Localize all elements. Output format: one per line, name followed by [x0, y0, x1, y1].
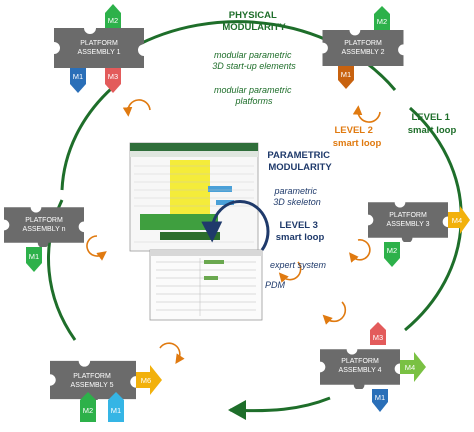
- svg-text:M1: M1: [341, 70, 351, 79]
- module-m1: M1: [338, 66, 354, 89]
- level2-loop-icon: [322, 301, 347, 325]
- svg-text:PLATFORM: PLATFORM: [341, 358, 379, 365]
- module-m2: M2: [374, 6, 390, 30]
- svg-text:M1: M1: [375, 393, 385, 402]
- level1-loop: [60, 86, 114, 191]
- platform-assembly-2: PLATFORM ASSEMBLY 2 M2 M1: [322, 6, 404, 89]
- svg-text:ASSEMBLY 5: ASSEMBLY 5: [71, 382, 114, 389]
- platform-assembly-5: PLATFORM ASSEMBLY 5 M6 M2 M1: [50, 360, 162, 422]
- svg-text:M4: M4: [405, 363, 415, 372]
- level2-loop-icon: [159, 342, 185, 364]
- level1-loop-arrow: [228, 400, 246, 420]
- svg-text:M1: M1: [73, 72, 83, 81]
- svg-text:PLATFORM: PLATFORM: [389, 212, 427, 219]
- module-m4: M4: [448, 206, 470, 234]
- svg-text:M3: M3: [373, 333, 383, 342]
- module-m1: M1: [372, 389, 388, 412]
- svg-text:M1: M1: [111, 406, 121, 415]
- platform-assembly-3: PLATFORM ASSEMBLY 3 M4 M2: [368, 202, 470, 267]
- spreadsheet-thumbnail: [129, 142, 259, 252]
- svg-text:M3: M3: [108, 72, 118, 81]
- modular-platforms-label: modular parametric platforms: [214, 85, 294, 106]
- svg-text:PLATFORM: PLATFORM: [80, 40, 118, 47]
- module-m3: M3: [370, 322, 386, 345]
- level2-label: LEVEL 2 smart loop: [333, 125, 382, 149]
- parametric-modularity-title: PARAMETRIC MODULARITY: [267, 150, 332, 173]
- svg-text:M2: M2: [387, 246, 397, 255]
- module-m4: M4: [400, 352, 426, 382]
- level2-loop-icon: [349, 239, 371, 263]
- module-m2: M2: [384, 242, 400, 267]
- level3-label: LEVEL 3 smart loop: [276, 220, 325, 243]
- svg-text:ASSEMBLY 3: ASSEMBLY 3: [387, 221, 430, 228]
- platform-assembly-n: PLATFORM ASSEMBLY n M1: [4, 207, 84, 272]
- platform-assembly-4: PLATFORM ASSEMBLY 4 M3 M4 M1: [320, 322, 426, 412]
- level2-loop-icon: [122, 99, 151, 117]
- svg-text:M2: M2: [108, 16, 118, 25]
- svg-text:PLATFORM: PLATFORM: [25, 217, 63, 224]
- level2-loop-icon: [86, 235, 107, 261]
- level3-loop: [201, 199, 270, 251]
- svg-text:PLATFORM: PLATFORM: [344, 40, 382, 47]
- parametric-skeleton-label: parametric 3D skeleton: [273, 186, 321, 207]
- svg-text:M1: M1: [29, 252, 39, 261]
- svg-text:M2: M2: [83, 406, 93, 415]
- level2-loop-icon: [278, 261, 302, 283]
- module-m1: M1: [70, 68, 86, 93]
- level1-label: LEVEL 1 smart loop: [408, 112, 457, 136]
- pdm-label: PDM: [265, 280, 286, 290]
- module-m1: M1: [26, 247, 42, 272]
- module-m2: M2: [80, 392, 96, 422]
- modular-3d-label: modular parametric 3D start-up elements: [212, 50, 296, 71]
- module-m6: M6: [136, 365, 162, 395]
- svg-text:ASSEMBLY n: ASSEMBLY n: [23, 226, 66, 233]
- level2-loop-icon: [352, 105, 381, 123]
- module-m2: M2: [105, 4, 121, 28]
- svg-text:M6: M6: [141, 376, 151, 385]
- module-m1: M1: [108, 392, 124, 422]
- module-m3: M3: [105, 68, 121, 93]
- svg-text:PLATFORM: PLATFORM: [73, 373, 111, 380]
- physical-modularity-title: PHYSICAL MODULARITY: [222, 10, 286, 33]
- svg-text:ASSEMBLY 2: ASSEMBLY 2: [342, 49, 385, 56]
- expert-system-thumbnail: [149, 249, 263, 321]
- svg-text:ASSEMBLY 4: ASSEMBLY 4: [339, 367, 382, 374]
- svg-text:M4: M4: [452, 216, 462, 225]
- svg-text:M2: M2: [377, 17, 387, 26]
- svg-text:ASSEMBLY 1: ASSEMBLY 1: [78, 49, 121, 56]
- platform-assembly-1: PLATFORM ASSEMBLY 1 M2 M1 M3: [54, 4, 144, 93]
- expert-system-label: expert system: [270, 260, 327, 270]
